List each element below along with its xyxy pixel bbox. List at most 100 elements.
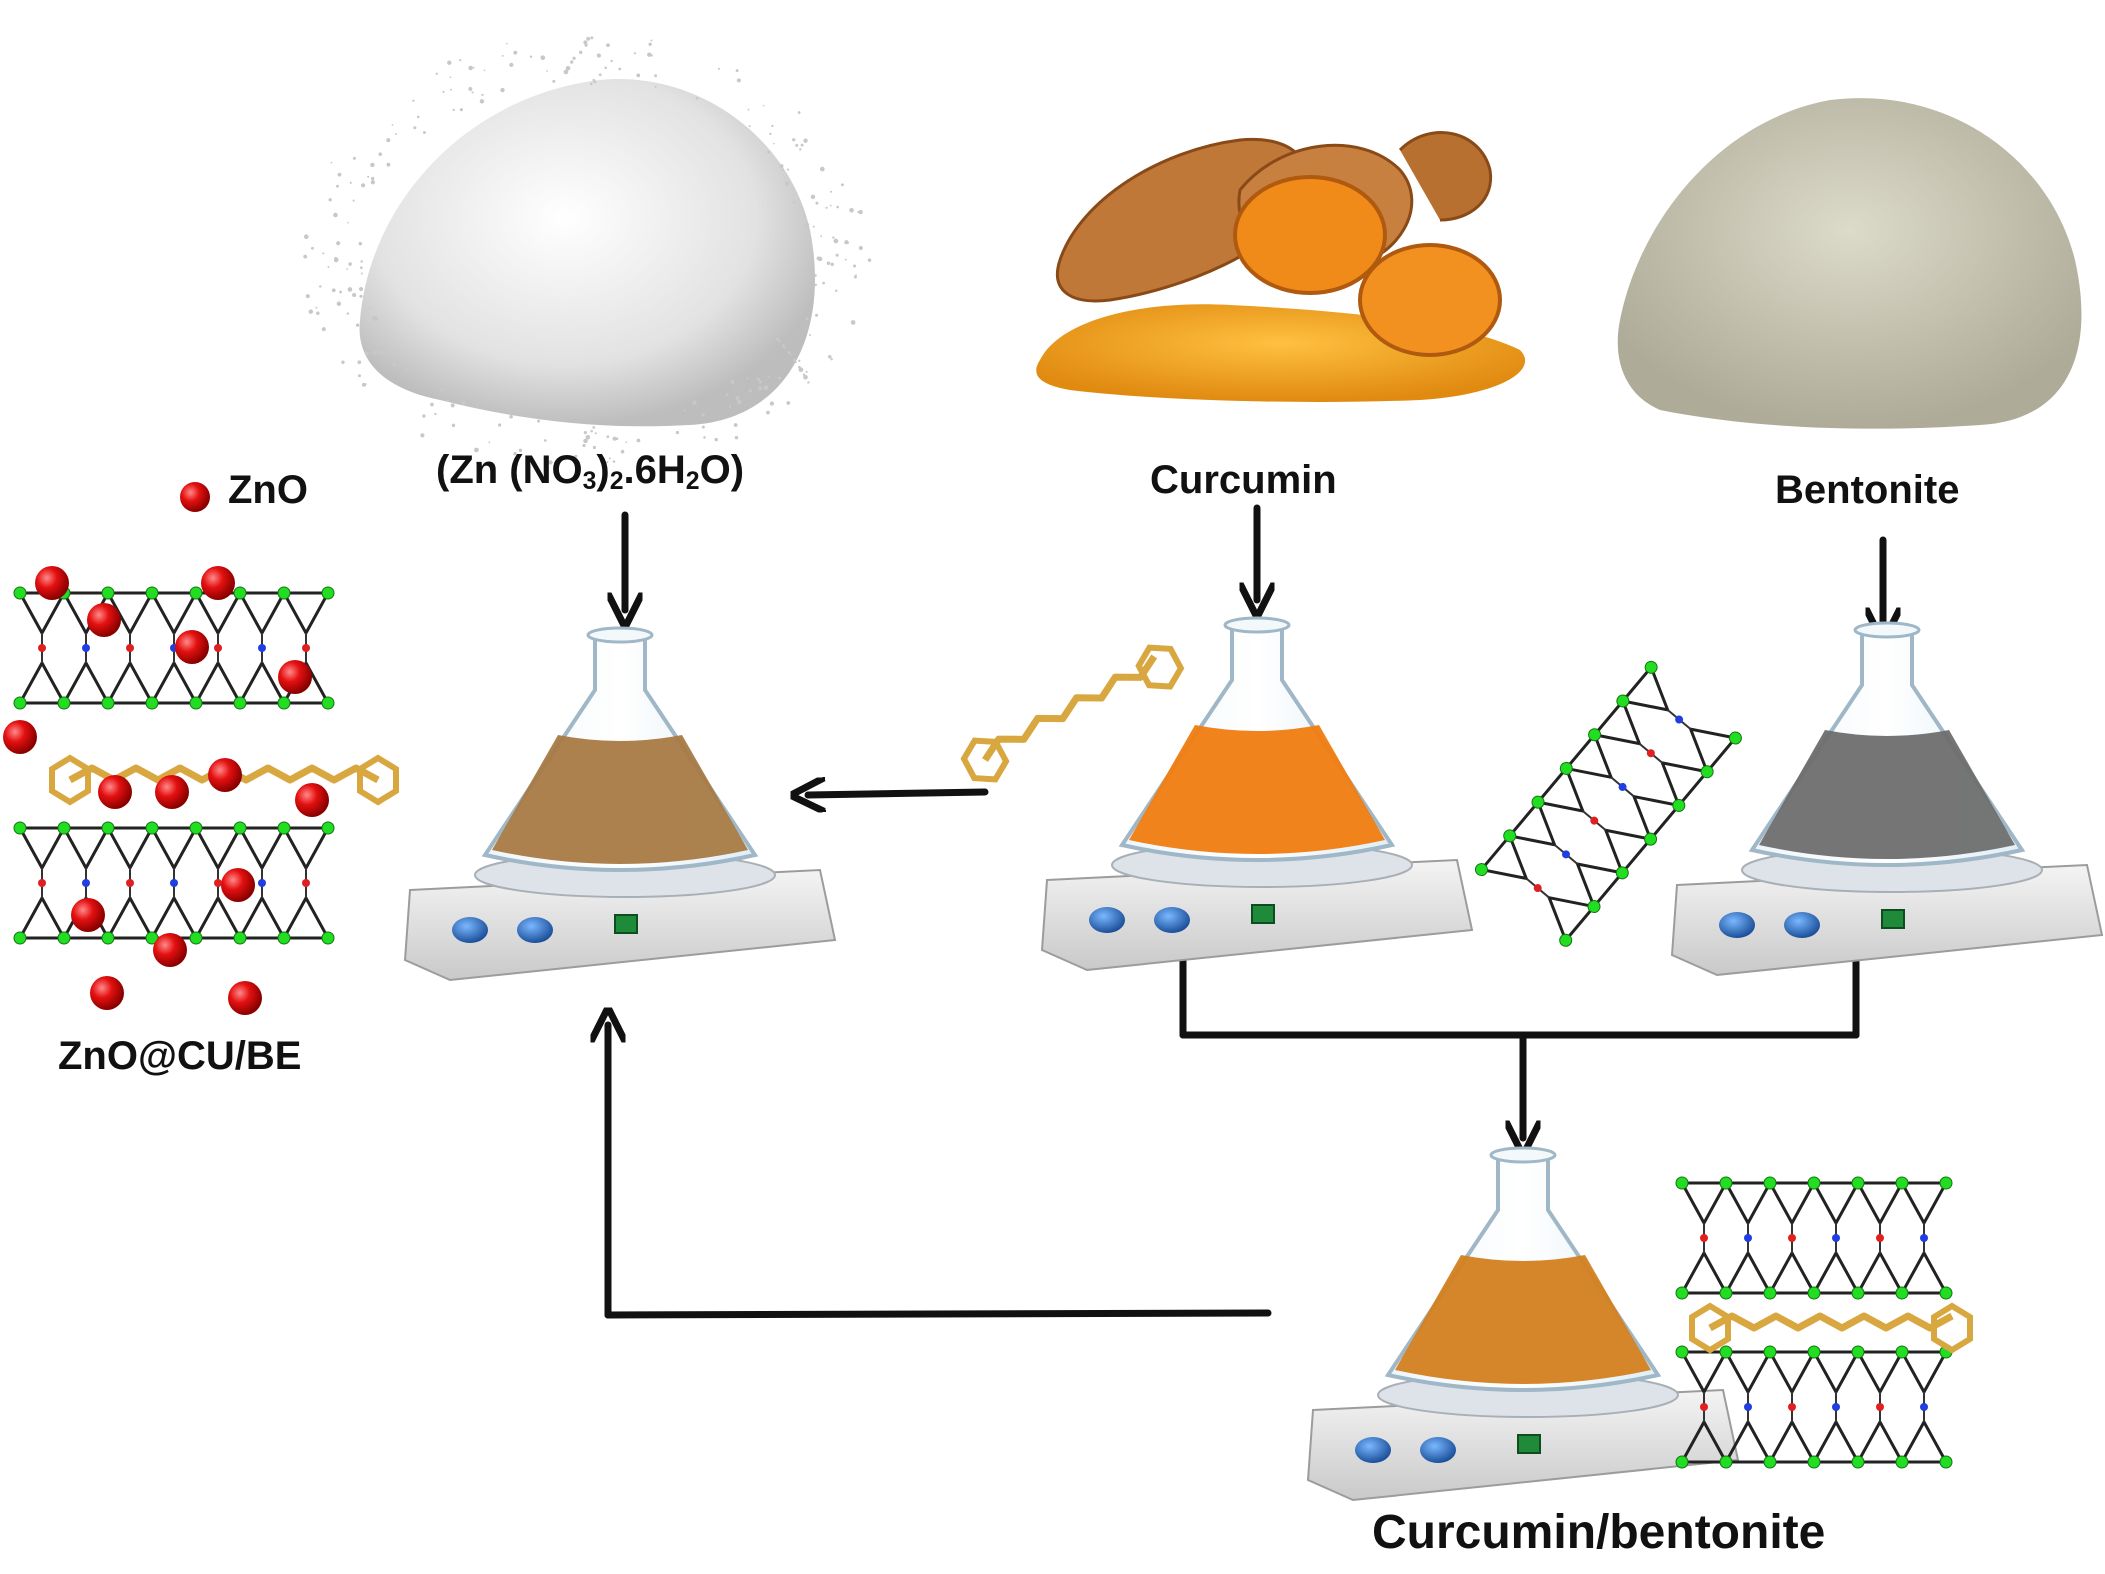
powder-grain bbox=[817, 256, 823, 262]
clay-node bbox=[277, 931, 291, 945]
powder-grain bbox=[546, 70, 548, 72]
powder-grain bbox=[328, 198, 332, 202]
tetrahedron bbox=[1478, 832, 1529, 881]
powder-grain bbox=[446, 399, 450, 402]
powder-grain bbox=[572, 56, 576, 60]
benzene-ring bbox=[49, 754, 91, 806]
product-clay-bottom bbox=[13, 821, 335, 945]
tetrahedron bbox=[1723, 1418, 1773, 1464]
interlayer-ion bbox=[1920, 1403, 1928, 1411]
powder-grain bbox=[468, 86, 473, 91]
clay-node bbox=[1895, 1455, 1909, 1469]
interlayer-ion bbox=[1788, 1403, 1796, 1411]
tetrahedron bbox=[1767, 1418, 1817, 1464]
powder-grain bbox=[370, 162, 375, 168]
powder-grain bbox=[606, 43, 610, 48]
powder-grain bbox=[348, 262, 352, 266]
bentonite-clay-icon bbox=[1474, 660, 1742, 947]
powder-grain bbox=[358, 286, 364, 292]
clay-node bbox=[1851, 1455, 1865, 1469]
curcumin-molecules bbox=[49, 644, 1973, 1354]
turmeric-image bbox=[1036, 131, 1526, 402]
tetrahedron bbox=[1679, 1350, 1729, 1396]
powder-grain bbox=[654, 74, 658, 78]
powder-grain bbox=[610, 59, 613, 63]
powder-grain bbox=[598, 73, 602, 77]
flask-liquid bbox=[1129, 725, 1385, 854]
zno-legend-label: ZnO bbox=[228, 468, 308, 512]
interlayer-ion bbox=[1788, 1234, 1796, 1242]
powder-grain bbox=[608, 457, 611, 460]
powder-grain bbox=[836, 205, 840, 209]
interlayer-ion bbox=[214, 644, 222, 652]
powder-grain bbox=[735, 69, 739, 73]
tetrahedron bbox=[149, 591, 199, 637]
tetrahedron bbox=[1899, 1181, 1949, 1227]
powder-grain bbox=[430, 402, 434, 407]
zno-sphere bbox=[98, 775, 132, 809]
powder-grain bbox=[734, 435, 739, 440]
zno-sphere bbox=[35, 566, 69, 600]
clay-node bbox=[1474, 863, 1488, 877]
zinc-nitrate-stirrer bbox=[403, 626, 837, 982]
clay-node bbox=[1588, 728, 1602, 742]
stirrer-knob bbox=[1719, 912, 1755, 938]
powder-grain bbox=[395, 133, 398, 135]
powder-grain bbox=[792, 358, 796, 362]
clay-node bbox=[1851, 1176, 1865, 1190]
clay-node bbox=[1559, 761, 1573, 775]
intermediate-label: Curcumin/bentonite bbox=[1372, 1506, 1826, 1559]
powder-grain bbox=[574, 454, 578, 458]
powder-grain bbox=[333, 212, 338, 218]
flask-rim bbox=[1489, 1146, 1557, 1164]
powder-grain bbox=[358, 374, 361, 378]
tetrahedron bbox=[1899, 1350, 1949, 1396]
tetrahedron bbox=[1631, 794, 1682, 843]
clay-node bbox=[277, 696, 291, 710]
clay-node bbox=[1807, 1176, 1821, 1190]
powder-grain bbox=[579, 50, 583, 55]
powder-grain bbox=[451, 423, 456, 428]
powder-grain bbox=[771, 124, 774, 128]
powder-grain bbox=[825, 206, 828, 209]
clay-node bbox=[189, 931, 203, 945]
powder-grain bbox=[413, 126, 417, 130]
clay-node bbox=[189, 696, 203, 710]
powder-grain bbox=[322, 252, 325, 255]
powder-grain bbox=[435, 72, 439, 75]
powder-grain bbox=[352, 199, 355, 202]
powder-grain bbox=[840, 183, 844, 187]
powder-grain bbox=[725, 393, 729, 396]
zno-sphere bbox=[153, 933, 187, 967]
clay-node bbox=[321, 696, 335, 710]
powder-grain bbox=[361, 183, 366, 188]
tetrahedron bbox=[1811, 1249, 1861, 1295]
clay-node bbox=[1851, 1345, 1865, 1359]
clay-node bbox=[57, 696, 71, 710]
zno-sphere bbox=[201, 566, 235, 600]
powder-grain bbox=[386, 138, 391, 143]
powder-grain bbox=[822, 281, 825, 285]
clay-node bbox=[145, 696, 159, 710]
powder-grain bbox=[330, 161, 333, 164]
powder-grain bbox=[815, 201, 819, 205]
powder-grain bbox=[735, 389, 737, 391]
tetrahedron bbox=[1723, 1249, 1773, 1295]
powder-grain bbox=[830, 262, 834, 266]
powder-grain bbox=[795, 361, 797, 364]
flask-liquid bbox=[1395, 1255, 1651, 1384]
powder-grain bbox=[717, 67, 720, 70]
interlayer-ion bbox=[1832, 1403, 1840, 1411]
tetrahedron bbox=[1855, 1418, 1905, 1464]
powder-grain bbox=[369, 307, 371, 310]
powder-grain bbox=[867, 258, 872, 262]
powder-grain bbox=[347, 221, 349, 224]
clay-node bbox=[1895, 1176, 1909, 1190]
powder-grain bbox=[762, 104, 765, 107]
powder-grain bbox=[826, 261, 831, 266]
benzene-ring bbox=[357, 754, 399, 806]
powder-grain bbox=[850, 320, 856, 325]
powder-grain bbox=[305, 294, 310, 299]
tetrahedron bbox=[1767, 1181, 1817, 1227]
powder-grain bbox=[509, 414, 513, 419]
